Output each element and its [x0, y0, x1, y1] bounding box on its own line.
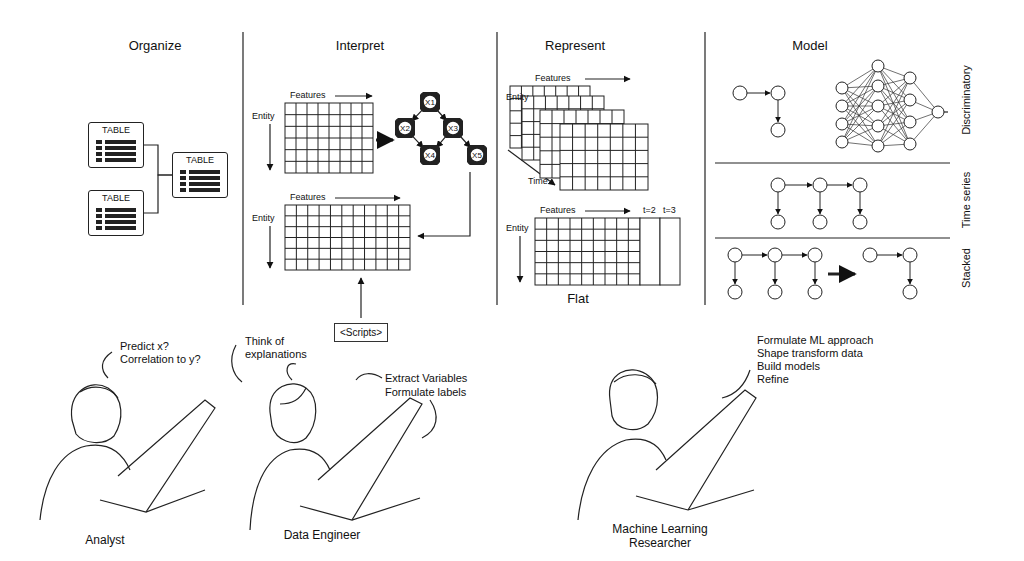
speech-text: Predict x? — [120, 340, 169, 353]
panel-heading: Represent — [545, 38, 605, 53]
variable-circle: X2 — [395, 118, 415, 138]
speech-text: Shape transform data — [757, 347, 863, 360]
speech-text: Extract Variables — [385, 372, 467, 385]
script-label: <Scripts> — [340, 327, 382, 338]
axis-label: t=3 — [663, 205, 676, 216]
row-label: Stacked — [960, 248, 973, 288]
axis-label: Features — [290, 90, 326, 101]
panel-heading: Interpret — [336, 38, 384, 53]
axis-label: Features — [540, 205, 576, 216]
variable-circle: X1 — [420, 92, 440, 112]
role-label: Machine Learning Researcher — [590, 522, 730, 550]
speech-text: Formulate labels — [385, 386, 466, 399]
script-box: <Scripts> — [334, 323, 388, 342]
speech-text: Formulate ML approach — [757, 334, 873, 347]
variable-circle: X4 — [420, 145, 440, 165]
list-icon — [94, 206, 138, 232]
axis-label: Time — [528, 176, 548, 187]
variable-name: X4 — [425, 151, 435, 160]
connector — [144, 175, 172, 213]
table-title: TABLE — [94, 193, 138, 204]
axis-label: t=2 — [643, 205, 656, 216]
row-label: Time series — [960, 172, 973, 228]
axis-label: Entity — [506, 92, 529, 103]
role-label: Data Engineer — [284, 528, 361, 542]
axis-label: Entity — [506, 223, 529, 234]
variable-name: X1 — [425, 98, 435, 107]
table-box: TABLE — [88, 122, 144, 168]
table-box: TABLE — [172, 152, 228, 198]
table-box: TABLE — [88, 190, 144, 236]
axis-label: Features — [535, 73, 571, 84]
axis-label: Features — [290, 192, 326, 203]
speech-text: Correlation to y? — [120, 353, 201, 366]
row-label: Discriminatory — [960, 65, 973, 135]
speech-text: Build models — [757, 360, 820, 373]
axis-label: Flat — [567, 291, 589, 306]
variable-circle: X5 — [467, 145, 487, 165]
speech-text: Refine — [757, 373, 789, 386]
connector — [144, 145, 172, 175]
list-icon — [94, 138, 138, 164]
variable-name: X2 — [400, 124, 410, 133]
role-label: Analyst — [85, 533, 124, 547]
speech-text: Think of explanations — [245, 335, 325, 361]
variable-circle: X3 — [443, 118, 463, 138]
panel-heading: Organize — [129, 38, 182, 53]
axis-label: Entity — [252, 213, 275, 224]
table-title: TABLE — [178, 155, 222, 166]
table-title: TABLE — [94, 125, 138, 136]
list-icon — [178, 168, 222, 194]
axis-label: Entity — [252, 111, 275, 122]
panel-heading: Model — [792, 38, 827, 53]
variable-name: X3 — [448, 124, 458, 133]
variable-name: X5 — [472, 151, 482, 160]
